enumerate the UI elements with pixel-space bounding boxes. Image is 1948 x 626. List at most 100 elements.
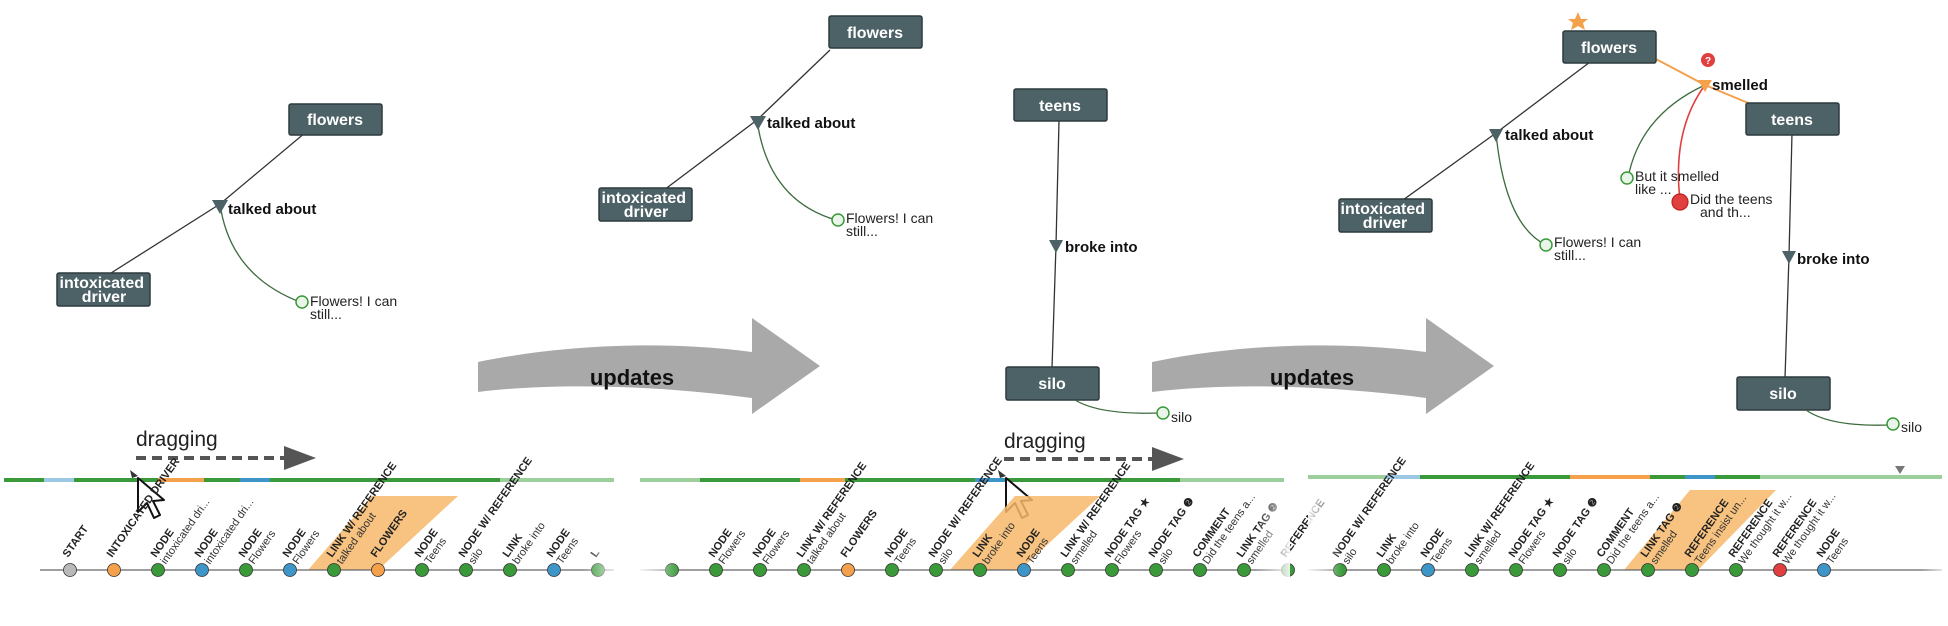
- comment-text: Flowers! I can still...: [310, 293, 401, 322]
- fade-overlay: [640, 490, 800, 626]
- timeline-event-dot[interactable]: [1465, 563, 1479, 577]
- strip-segment: [1570, 475, 1650, 479]
- timeline-event-dot[interactable]: [1553, 563, 1567, 577]
- link-label[interactable]: talked about: [228, 201, 316, 218]
- star-icon[interactable]: [1568, 12, 1588, 30]
- comment-dot[interactable]: [831, 213, 845, 227]
- node-label: silo: [1038, 376, 1066, 393]
- updates-arrow-1: updates: [478, 318, 820, 414]
- link-arrow-icon: [212, 200, 228, 214]
- node-flowers[interactable]: flowers: [828, 15, 923, 49]
- comment-dot[interactable]: [1156, 406, 1170, 420]
- node-flowers[interactable]: flowers: [288, 103, 383, 136]
- timeline-event[interactable]: START: [61, 523, 92, 577]
- timeline-event-dot[interactable]: [841, 563, 855, 577]
- comment-line-2: like ...: [1635, 181, 1672, 197]
- timeline-event-dot[interactable]: [283, 563, 297, 577]
- timeline-event-label: NODETeens: [413, 527, 451, 567]
- node-silo[interactable]: silo: [1005, 366, 1100, 401]
- timeline-event-dot[interactable]: [1017, 563, 1031, 577]
- timeline-event[interactable]: NODEFlowers: [237, 521, 279, 577]
- link-line: [756, 49, 831, 121]
- comment-dot[interactable]: [1620, 171, 1634, 185]
- strip-segment: [975, 478, 1005, 482]
- comment-dot-selected[interactable]: [1671, 193, 1689, 211]
- comment-line-1: Did the teens: [1690, 191, 1773, 207]
- node-teens[interactable]: teens: [1745, 102, 1840, 136]
- link-label[interactable]: talked about: [1505, 127, 1593, 144]
- link-line: [1055, 120, 1060, 246]
- node-flowers[interactable]: flowers: [1562, 30, 1657, 64]
- timeline-event-dot[interactable]: [1729, 563, 1743, 577]
- timeline-strip-3[interactable]: [1308, 475, 1942, 479]
- timeline-event-dot[interactable]: [415, 563, 429, 577]
- comment-line-1: Flowers! I can: [310, 293, 397, 309]
- selection-highlight-band: [1624, 490, 1776, 570]
- strip-segment: [800, 478, 845, 482]
- timeline-event-label: NODEFlowers: [237, 521, 279, 567]
- timeline-event-dot[interactable]: [885, 563, 899, 577]
- timeline-event-dot[interactable]: [1773, 563, 1787, 577]
- comment-line-1: But it smelled: [1635, 168, 1719, 184]
- timeline-event-dot[interactable]: [1597, 563, 1611, 577]
- strip-segment: [1385, 475, 1420, 479]
- timeline-event-dot[interactable]: [107, 563, 121, 577]
- node-intoxicated-driver[interactable]: intoxicated driver: [56, 272, 151, 307]
- comment-dot[interactable]: [1886, 417, 1900, 431]
- timeline-event-dot[interactable]: [63, 563, 77, 577]
- question-badge-icon[interactable]: [1701, 53, 1715, 67]
- timeline-event-dot[interactable]: [1685, 563, 1699, 577]
- node-label: flowers: [1581, 40, 1637, 57]
- strip-segment: [1308, 475, 1388, 479]
- timeline-event[interactable]: NODETeens: [883, 527, 921, 577]
- node-intoxicated-driver[interactable]: intoxicated driver: [1338, 198, 1433, 233]
- link-arrow-icon: [1698, 80, 1712, 92]
- timeline-event-dot[interactable]: [1061, 563, 1075, 577]
- node-teens[interactable]: teens: [1013, 88, 1108, 122]
- comment-text: Did the teens and th...: [1690, 191, 1776, 220]
- link-line-highlighted: [1653, 57, 1706, 86]
- timeline-event-dot[interactable]: [973, 563, 987, 577]
- node-label: teens: [1771, 112, 1813, 129]
- link-arrow-icon: [1489, 129, 1503, 142]
- comment-connector: [756, 119, 837, 221]
- cursor-icon: [130, 470, 165, 519]
- timeline-event-dot[interactable]: [371, 563, 385, 577]
- timeline-event-dot[interactable]: [151, 563, 165, 577]
- comment-dot[interactable]: [1539, 238, 1553, 252]
- node-label-line-2: driver: [624, 204, 668, 221]
- node-label: silo: [1769, 386, 1797, 403]
- timeline-event-dot[interactable]: [1105, 563, 1119, 577]
- fade-overlay: [470, 490, 620, 626]
- timeline-event-dot[interactable]: [929, 563, 943, 577]
- timeline-strip-1[interactable]: [4, 478, 614, 482]
- event-type: NODE TAG ❷: [1551, 495, 1601, 559]
- timeline-event-dot[interactable]: [1817, 563, 1831, 577]
- fade-overlay: [1150, 490, 1290, 626]
- node-intoxicated-driver[interactable]: intoxicated driver: [598, 187, 693, 222]
- link-label[interactable]: broke into: [1797, 251, 1870, 268]
- question-badge-glyph: ?: [1705, 56, 1711, 67]
- link-label[interactable]: smelled: [1712, 77, 1768, 94]
- timeline-strip-2[interactable]: [640, 478, 1284, 482]
- link-label[interactable]: broke into: [1065, 239, 1138, 256]
- strip-segment: [500, 478, 614, 482]
- timeline-event-label: NODEFlowers: [281, 521, 323, 567]
- timeline-event[interactable]: NODETeens: [413, 527, 451, 577]
- comment-connector: [1074, 399, 1161, 414]
- timeline-event-dot[interactable]: [239, 563, 253, 577]
- playhead-marker-icon[interactable]: [1895, 466, 1905, 474]
- panel-2: talked about flowers intoxicated driver …: [598, 15, 1192, 425]
- timeline-event-dot[interactable]: [1509, 563, 1523, 577]
- dragging-indicator-1: dragging: [136, 428, 316, 470]
- comment-text: silo: [1171, 409, 1192, 425]
- link-label[interactable]: talked about: [767, 115, 855, 132]
- strip-segment: [1180, 478, 1284, 482]
- timeline-event-dot[interactable]: [327, 563, 341, 577]
- timeline-event-dot[interactable]: [195, 563, 209, 577]
- link-line: [1784, 255, 1790, 379]
- timeline-event-dot[interactable]: [1641, 563, 1655, 577]
- node-silo[interactable]: silo: [1736, 376, 1831, 411]
- node-label-line-2: driver: [82, 289, 126, 306]
- comment-dot[interactable]: [295, 295, 309, 309]
